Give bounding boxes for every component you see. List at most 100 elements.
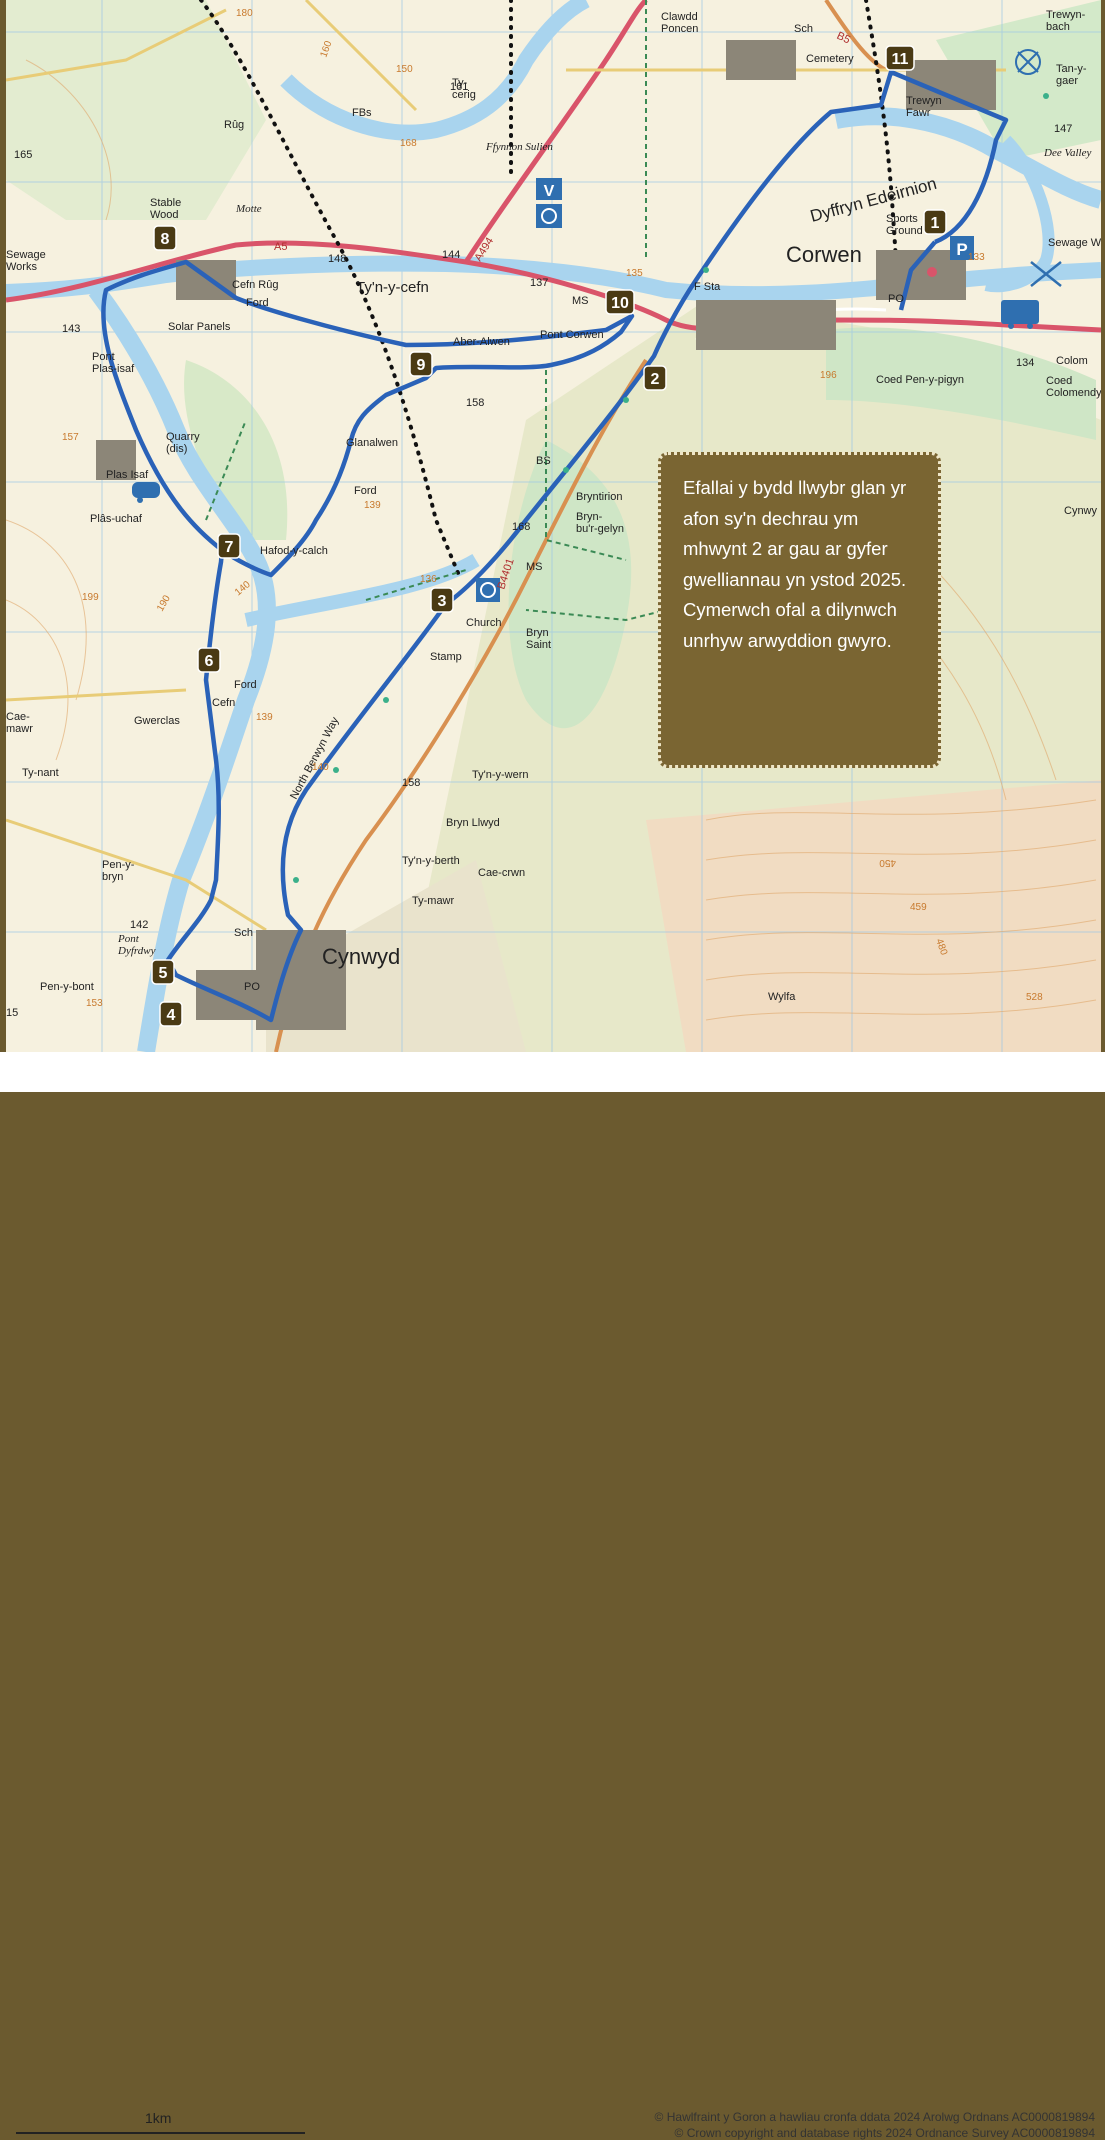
waypoint-1[interactable]: 1 (923, 209, 947, 235)
viewpoint-icon (927, 267, 937, 277)
railway-icon (1001, 300, 1039, 329)
river-alwen (280, 0, 590, 141)
label-colom: Colom (1056, 355, 1088, 367)
label-coed-pen-y-pigyn: Coed Pen-y-pigyn (876, 374, 964, 386)
waypoint-2[interactable]: 2 (643, 365, 667, 391)
walking-route (101, 69, 1009, 1023)
waypoint-10[interactable]: 10 (605, 289, 635, 315)
svg-text:1: 1 (931, 215, 940, 232)
height-label: 168 (512, 521, 530, 533)
waypoint-11[interactable]: 11 (885, 45, 915, 71)
svg-text:P: P (956, 240, 967, 259)
label-ford-1: Ford (246, 297, 269, 309)
woodland-coed-pen-y-pigyn (826, 327, 1096, 440)
height-label: 133 (968, 252, 985, 263)
svg-text:9: 9 (417, 357, 426, 374)
svg-text:8: 8 (161, 231, 170, 248)
height-label: 165 (14, 149, 32, 161)
label-ty-n-y-cefn: Ty'n-y-cefn (356, 279, 429, 296)
label-ty-n-y-berth: Ty'n-y-berth (402, 855, 460, 867)
river-dee-west (88, 284, 276, 1052)
os-map[interactable]: V P (6, 0, 1101, 1052)
label-sch-top: Sch (794, 23, 813, 35)
map-area[interactable]: V P (6, 0, 1101, 1052)
label-fbs: FBs (352, 107, 372, 119)
height-label: 147 (1054, 123, 1072, 135)
label-pen-y-bont: Pen-y-bont (40, 981, 94, 993)
map-footer: 1km © Hawlfraint y Goron a hawliau cronf… (0, 1052, 1105, 2140)
height-label: 158 (402, 777, 420, 789)
waypoint-4[interactable]: 4 (159, 1001, 183, 1027)
label-stamp: Stamp (430, 651, 462, 663)
label-bryn-llwyd: Bryn Llwyd (446, 817, 500, 829)
label-po-2: PO (244, 981, 260, 993)
road-minor-2 (6, 8, 227, 82)
river-bend (984, 135, 1055, 293)
svg-text:6: 6 (205, 653, 214, 670)
height-label: 136 (420, 574, 437, 585)
woodland-rug (6, 0, 266, 220)
label-ty-mawr: Ty-mawr (412, 895, 455, 907)
label-plas-uchaf: Plâs-uchaf (90, 513, 143, 525)
label-ms-1: MS (572, 295, 589, 307)
waypoint-6[interactable]: 6 (197, 647, 221, 673)
label-wylfa: Wylfa (768, 991, 796, 1003)
height-label: 168 (400, 138, 417, 149)
scale-label: 1km (145, 2110, 172, 2126)
label-hafod-y-calch: Hafod-y-calch (260, 545, 328, 557)
waypoint-9[interactable]: 9 (409, 351, 433, 377)
label-motte: Motte (235, 203, 262, 215)
label-f-sta: F Sta (694, 281, 721, 293)
label-tan-y-gaer: Tan-y-gaer (1056, 63, 1087, 87)
visitor-centre-icon[interactable]: V (536, 178, 562, 228)
label-ffynnon-sulien: Ffynnon Sulien (485, 141, 553, 153)
waypoint-5[interactable]: 5 (151, 959, 175, 985)
height-label: 161 (450, 81, 468, 93)
route-branch (898, 240, 937, 311)
label-ford-2: Ford (354, 485, 377, 497)
label-bryntirion: Bryntirion (576, 491, 622, 503)
road-b4401 (274, 358, 648, 1052)
height-label: 459 (910, 902, 927, 913)
height-label: 196 (820, 370, 837, 381)
woodland-trewyn (936, 0, 1101, 160)
height-label: 142 (130, 919, 148, 931)
svg-text:3: 3 (438, 593, 447, 610)
copyright-english: © Crown copyright and database rights 20… (674, 2126, 1095, 2140)
label-road-b5: B5 (835, 30, 852, 47)
label-cae-crwn: Cae-crwn (478, 867, 525, 879)
waypoint-7[interactable]: 7 (217, 533, 241, 559)
parking-icon[interactable]: P (950, 236, 974, 260)
road-minor-3 (6, 818, 267, 932)
label-cefn: Cefn (212, 697, 235, 709)
road-minor-4 (6, 688, 187, 702)
label-bryn-bu-r-gelyn: Bryn-bu'r-gelyn (576, 511, 624, 535)
height-label: 450 (879, 857, 896, 868)
height-label: 140 (312, 762, 329, 773)
label-bs: BS (536, 455, 551, 467)
label-trewyn-bach: Trewyn-bach (1046, 9, 1086, 33)
height-label: 139 (256, 712, 273, 723)
waypoint-3[interactable]: 3 (430, 587, 454, 613)
diversion-note-text: Efallai y bydd llwybr glan yr afon sy'n … (683, 477, 907, 651)
label-quarry: Quarry(dis) (166, 431, 200, 455)
height-label: 143 (62, 323, 80, 335)
label-ford-3: Ford (234, 679, 257, 691)
waypoint-8[interactable]: 8 (153, 225, 177, 251)
label-rug: Rûg (224, 119, 244, 131)
label-sch-bottom: Sch (234, 927, 253, 939)
label-pen-y-bryn: Pen-y-bryn (102, 859, 135, 883)
information-icon[interactable] (476, 578, 500, 602)
diversion-note: Efallai y bydd llwybr glan yr afon sy'n … (658, 452, 941, 768)
scale-bar (16, 2132, 305, 2134)
river-dee-east (834, 107, 1101, 209)
height-label: 148 (328, 253, 346, 265)
river-trotyn (244, 553, 480, 627)
